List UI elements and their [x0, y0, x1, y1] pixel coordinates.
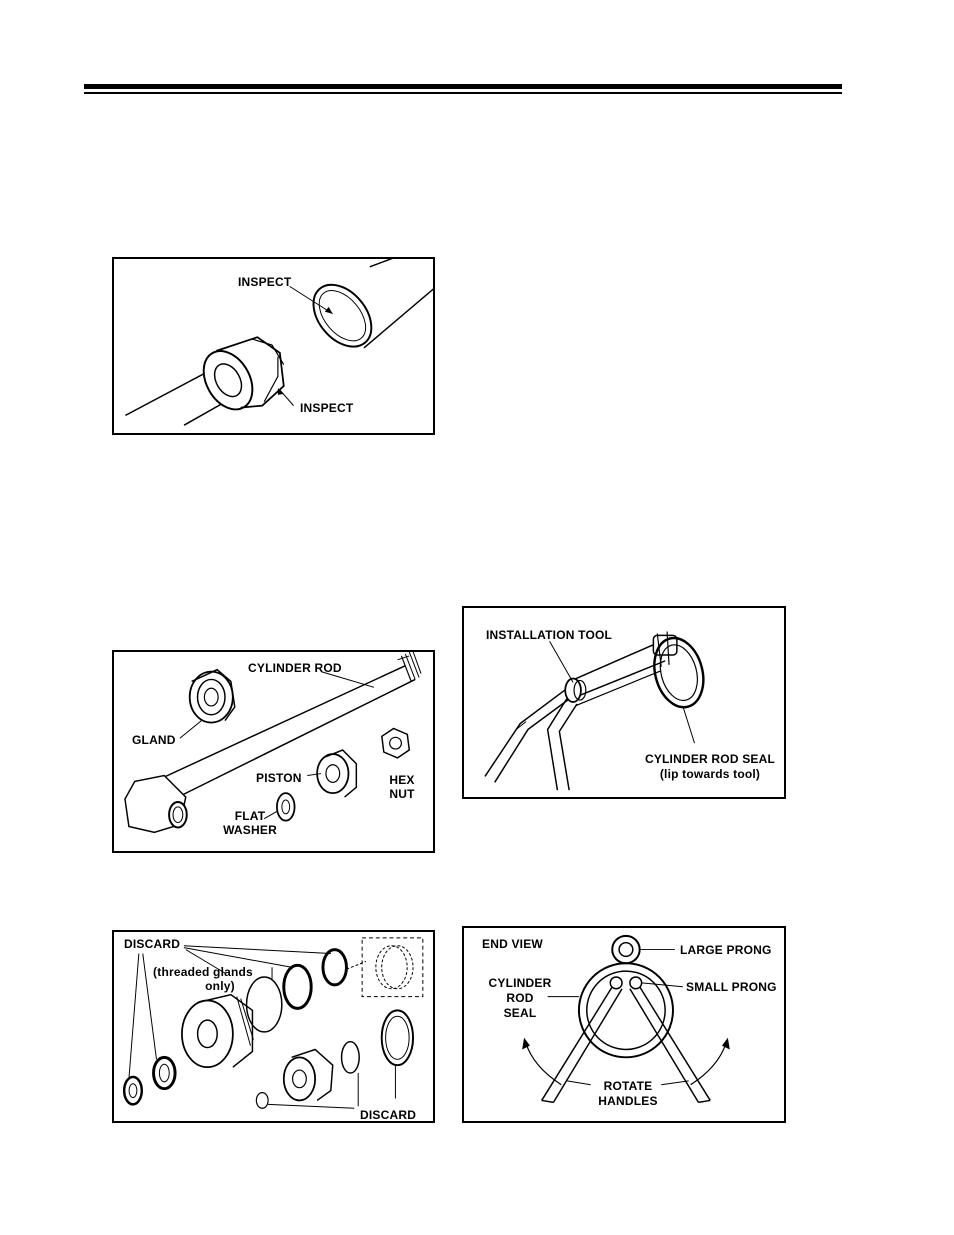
figure-end-view: END VIEW LARGE PRONG SMALL PRONG CYLINDE…	[462, 926, 786, 1123]
cylinder-rod-illustration	[124, 652, 422, 834]
figure-discard-seals: DISCARD (threaded glands only) DISCARD	[112, 930, 435, 1123]
discard-bottom-label: DISCARD	[360, 1108, 417, 1122]
installation-tool-illustration	[484, 631, 705, 791]
piston-label: PISTON	[256, 771, 302, 785]
rotate-label: ROTATE	[603, 1079, 653, 1093]
cylinder-rod-label: CYLINDER ROD	[248, 661, 342, 675]
discard-seals-illustration	[122, 937, 424, 1109]
seal-line1-label: CYLINDER	[488, 976, 552, 990]
lip-note-label: (lip towards tool)	[659, 767, 761, 781]
discard-top-label: DISCARD	[124, 937, 181, 951]
end-view-illustration	[522, 934, 730, 1104]
hex-label: HEX	[389, 773, 415, 787]
small-prong-label: SMALL PRONG	[686, 980, 777, 994]
inspect-top-label: INSPECT	[238, 275, 292, 289]
figure-inspect: INSPECT INSPECT	[112, 257, 435, 435]
washer-label: WASHER	[223, 823, 277, 837]
figure-installation-tool: INSTALLATION TOOL CYLINDER ROD SEAL (lip…	[462, 606, 786, 799]
threaded-note-line2: only)	[205, 979, 235, 993]
gland-label: GLAND	[132, 733, 176, 747]
threaded-note-line1: (threaded glands	[153, 965, 253, 979]
inspect-illustration	[125, 259, 433, 426]
handles-label: HANDLES	[598, 1094, 658, 1108]
installation-tool-label: INSTALLATION TOOL	[486, 628, 613, 642]
header-rule-thin	[84, 92, 842, 94]
large-prong-label: LARGE PRONG	[680, 943, 772, 957]
nut-label: NUT	[389, 787, 415, 801]
end-view-label: END VIEW	[482, 937, 543, 951]
figure-cylinder-rod: CYLINDER ROD GLAND PISTON HEX NUT FLAT W…	[112, 650, 435, 853]
seal-line2-label: ROD	[506, 991, 534, 1005]
cylinder-rod-seal-label: CYLINDER ROD SEAL	[644, 752, 776, 766]
header-rule-thick	[84, 84, 842, 89]
inspect-bottom-label: INSPECT	[300, 401, 354, 415]
flat-label: FLAT	[234, 809, 266, 823]
seal-line3-label: SEAL	[503, 1006, 537, 1020]
